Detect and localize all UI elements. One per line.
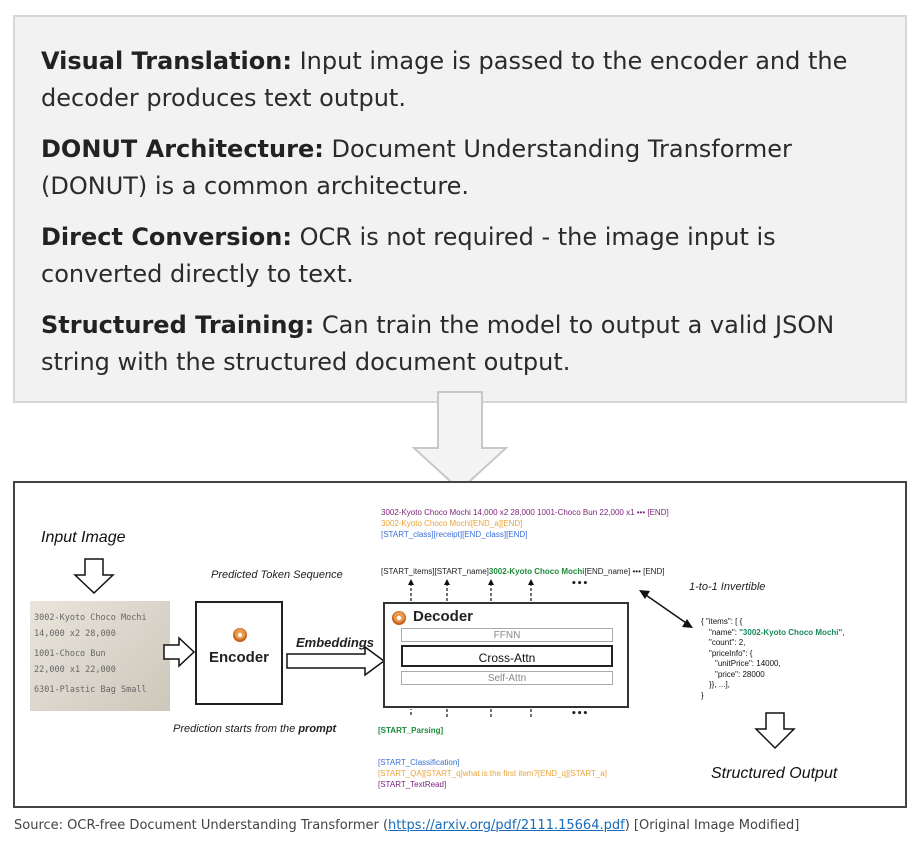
token-flow-arrows	[408, 579, 534, 717]
json-line-3: "count": 2,	[709, 638, 746, 647]
input-down-arrow-icon	[73, 558, 115, 595]
cross-attn-block: Cross-Attn	[401, 645, 613, 667]
token-seq-start: [START_items][START_name]	[381, 567, 489, 576]
invertible-label: 1-to-1 Invertible	[689, 581, 766, 593]
start-parsing-token: [START_Parsing]	[378, 726, 444, 735]
info-direct-conversion: Direct Conversion: OCR is not required -…	[41, 219, 879, 293]
source-link[interactable]: https://arxiv.org/pdf/2111.15664.pdf	[388, 818, 625, 833]
receipt-line-5: 6301-Plastic Bag Small	[34, 685, 147, 695]
receipt-line-1: 3002-Kyoto Choco Mochi	[34, 613, 147, 623]
structured-output-label: Structured Output	[711, 765, 838, 782]
json-line-7: }}, ...],	[709, 680, 730, 689]
prompt-qa: [START_QA][START_q]what is the first ite…	[378, 769, 607, 778]
receipt-line-2: 14,000 x2 28,000	[34, 629, 116, 639]
desc-visual-translation: Input image is passed to the encoder and…	[41, 47, 848, 112]
info-visual-translation: Visual Translation: Input image is passe…	[41, 43, 879, 117]
donut-icon	[233, 628, 247, 642]
term-structured-training: Structured Training:	[41, 311, 315, 339]
token-sequence: [START_items][START_name]3002-Kyoto Choc…	[381, 567, 664, 576]
receipt-line-3: 1001-Choco Bun	[34, 649, 106, 659]
ffnn-block: FFNN	[401, 628, 613, 642]
json-name-key: "name":	[709, 627, 740, 637]
prediction-prompt-bold: prompt	[298, 723, 337, 735]
output-down-arrow-icon	[754, 712, 796, 750]
receipt-to-encoder-arrow-icon	[163, 636, 196, 668]
receipt-image: 3002-Kyoto Choco Mochi 14,000 x2 28,000 …	[30, 601, 170, 711]
desc-structured-training: Can train the model to output a valid JS…	[41, 311, 835, 376]
json-line-4: "priceInfo": {	[709, 648, 753, 658]
term-direct-conversion: Direct Conversion:	[41, 223, 292, 251]
json-line-8: }	[701, 690, 704, 700]
output-line-3: [START_class][receipt][END_class][END]	[381, 530, 528, 539]
donut-icon	[392, 611, 406, 625]
donut-diagram: Input Image 3002-Kyoto Choco Mochi 14,00…	[13, 481, 907, 808]
prediction-prompt-text: Prediction starts from the	[173, 723, 299, 735]
decoder-box: Decoder FFNN Cross-Attn Self-Attn	[383, 602, 629, 708]
caption-suffix: ) [Original Image Modified]	[624, 818, 800, 833]
json-output: { "items": [ { "name": "3002-Kyoto Choco…	[701, 617, 845, 701]
encoder-box: Encoder	[195, 601, 283, 705]
down-arrow-icon	[411, 391, 509, 492]
info-structured-training: Structured Training: Can train the model…	[41, 307, 879, 381]
encoder-label: Encoder	[208, 649, 269, 666]
json-line-1: { "items": [ {	[701, 617, 743, 626]
prompt-textread: [START_TextRead]	[378, 780, 447, 789]
prediction-prompt-label: Prediction starts from the prompt	[173, 723, 336, 735]
json-line-5: "unitPrice": 14000,	[715, 659, 781, 668]
embeddings-label: Embeddings	[296, 635, 375, 650]
token-seq-name: 3002-Kyoto Choco Mochi	[488, 567, 585, 576]
term-donut-architecture: DONUT Architecture:	[41, 135, 324, 163]
source-caption: Source: OCR-free Document Understanding …	[14, 818, 799, 833]
bidirectional-arrow-icon	[639, 590, 693, 628]
output-line-2: 3002-Kyoto Choco Mochi[END_a][END]	[381, 519, 523, 528]
receipt-line-4: 22,000 x1 22,000	[34, 665, 116, 675]
input-image-label: Input Image	[41, 529, 126, 546]
term-visual-translation: Visual Translation:	[41, 47, 292, 75]
embeddings-arrow-icon	[286, 645, 386, 677]
json-comma: ,	[842, 627, 845, 637]
caption-prefix: Source: OCR-free Document Understanding …	[14, 818, 389, 833]
token-seq-end: [END_name] ••• [END]	[584, 567, 665, 576]
json-line-2: "name": "3002-Kyoto Choco Mochi",	[701, 628, 845, 639]
predicted-token-label: Predicted Token Sequence	[211, 569, 343, 581]
dots-lower: •••	[571, 709, 589, 719]
info-donut-architecture: DONUT Architecture: Document Understandi…	[41, 131, 879, 205]
decoder-label: Decoder	[413, 608, 474, 625]
prompt-classification: [START_Classification]	[378, 758, 460, 767]
self-attn-block: Self-Attn	[401, 671, 613, 685]
desc-direct-conversion: OCR is not required - the image input is…	[41, 223, 776, 288]
info-panel: Visual Translation: Input image is passe…	[13, 15, 907, 403]
dots-upper: •••	[571, 579, 589, 589]
json-name-value: "3002-Kyoto Choco Mochi"	[739, 627, 843, 637]
desc-donut-architecture: Document Understanding Transformer (DONU…	[41, 135, 792, 200]
json-line-6: "price": 28000	[715, 669, 765, 679]
output-line-1: 3002-Kyoto Choco Mochi 14,000 x2 28,000 …	[381, 508, 669, 517]
